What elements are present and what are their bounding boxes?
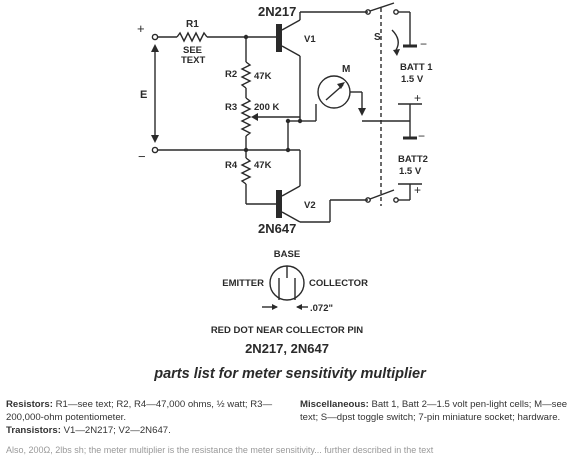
- resistors-entry: Resistors: R1—see text; R2, R4—47,000 oh…: [6, 398, 292, 424]
- r3-value: 200 K: [254, 102, 279, 113]
- switch-contact: [365, 197, 371, 203]
- v2-label: V2: [304, 200, 316, 211]
- transistors-entry: Transistors: V1—2N217; V2—2N647.: [6, 424, 292, 437]
- schematic-diagram: + − E R1 SEE TEXT R2 47K R3 200 K R4 47K…: [137, 2, 433, 356]
- r1-note-line2: TEXT: [181, 55, 205, 66]
- batt2-label: BATT2: [398, 154, 428, 165]
- batt1-label: BATT 1: [400, 62, 433, 73]
- meter-needle-head: [337, 82, 345, 89]
- pinout-note: RED DOT NEAR COLLECTOR PIN: [211, 325, 363, 336]
- v1-emitter-lead: [281, 19, 301, 31]
- pinout-base-label: BASE: [274, 249, 300, 260]
- batt2-minus-sign: −: [418, 129, 425, 143]
- r2-value: 47K: [254, 71, 272, 82]
- meter-circle: [317, 75, 351, 109]
- switch-contact: [393, 197, 399, 203]
- meter-label: M: [342, 64, 350, 75]
- misc-text: Batt 1, Batt 2—1.5 volt pen-light cells;…: [300, 399, 568, 423]
- pinout-collector-label: COLLECTOR: [309, 278, 368, 289]
- transistors-heading: Transistors:: [6, 425, 61, 436]
- input-plus-terminal: [151, 33, 159, 41]
- cut-off-text-line: Also, 200Ω, 2lbs sh; the meter multiplie…: [6, 445, 434, 455]
- pinout-spacing-label: .072": [310, 303, 333, 314]
- pinout-emitter-label: EMITTER: [222, 278, 264, 289]
- switch-blade-top: [369, 2, 395, 12]
- r4-resistor: [240, 157, 252, 185]
- switch-contact: [393, 9, 399, 15]
- r2-label: R2: [225, 69, 237, 80]
- meter-lead-arrow: [358, 108, 366, 116]
- switch-label: S: [374, 32, 381, 43]
- parts-list-caption: parts list for meter sensitivity multipl…: [154, 366, 426, 382]
- misc-entry: Miscellaneous: Batt 1, Batt 2—1.5 volt p…: [300, 398, 576, 424]
- v2-base-bar: [276, 190, 282, 218]
- resistors-heading: Resistors:: [6, 399, 53, 410]
- switch-blade-bottom: [369, 189, 395, 200]
- v2-collector-lead: [281, 185, 301, 197]
- resistors-text: R1—see text; R2, R4—47,000 ohms, ½ watt;…: [6, 399, 273, 423]
- input-plus-label: +: [137, 21, 145, 36]
- r1-note-line1: SEE: [183, 45, 202, 56]
- v1-label: V1: [304, 34, 316, 45]
- v2-part-label: 2N647: [258, 221, 296, 236]
- e-label: E: [140, 89, 147, 101]
- dimension-arrow-right: [296, 304, 302, 310]
- v2-emitter-lead: [281, 211, 301, 223]
- switch-lead-arrow: [393, 49, 400, 56]
- r1-resistor: [176, 31, 208, 43]
- batt2-value: 1.5 V: [399, 166, 422, 177]
- v1-part-label: 2N217: [258, 4, 296, 19]
- parts-list-right-column: Miscellaneous: Batt 1, Batt 2—1.5 volt p…: [300, 398, 576, 424]
- r3-potentiometer: [240, 97, 252, 137]
- switch-curved-lead: [391, 29, 399, 51]
- r4-value: 47K: [254, 160, 272, 171]
- e-arrow-head-bottom: [151, 135, 159, 143]
- r3-wiper-arrow: [251, 113, 258, 121]
- batt1-minus-sign: −: [420, 37, 427, 51]
- r1-label: R1: [186, 19, 199, 30]
- r3-label: R3: [225, 102, 237, 113]
- input-minus-terminal: [151, 146, 159, 154]
- r2-resistor: [240, 61, 252, 89]
- e-arrow-head-top: [151, 44, 159, 52]
- transistors-text: V1—2N217; V2—2N647.: [60, 425, 171, 436]
- dimension-arrow-left: [272, 304, 278, 310]
- switch-contact: [365, 9, 371, 15]
- v1-collector-lead: [281, 45, 301, 57]
- misc-heading: Miscellaneous:: [300, 399, 369, 410]
- v1-base-bar: [276, 24, 282, 52]
- r4-label: R4: [225, 160, 238, 171]
- batt2-plus-sign: +: [414, 183, 421, 197]
- batt1-value: 1.5 V: [401, 74, 424, 85]
- pinout-parts-label: 2N217, 2N647: [245, 341, 329, 356]
- parts-list-left-column: Resistors: R1—see text; R2, R4—47,000 oh…: [6, 398, 292, 437]
- batt1-plus-sign: +: [414, 91, 421, 105]
- input-minus-label: −: [138, 149, 146, 164]
